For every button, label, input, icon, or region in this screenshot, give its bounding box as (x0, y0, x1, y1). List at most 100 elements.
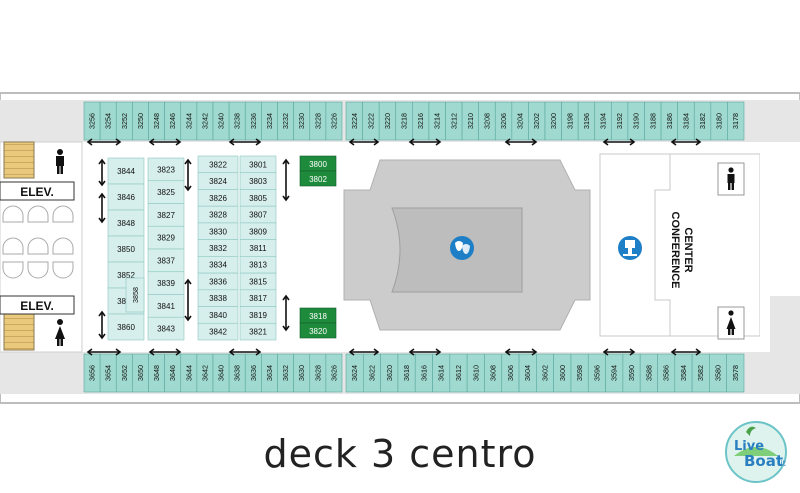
inner-cabin-3815[interactable]: 3815 (239, 272, 277, 291)
inner-cabin-3803[interactable]: 3803 (239, 172, 277, 190)
cabin-3640[interactable]: 3640 (212, 353, 230, 393)
suite-3800[interactable]: 3800 (299, 155, 337, 172)
inner-cabin-3834[interactable]: 3834 (197, 256, 239, 274)
cabin-3630[interactable]: 3630 (293, 353, 311, 393)
cabin-3598[interactable]: 3598 (570, 353, 589, 393)
cabin-3224[interactable]: 3224 (345, 101, 363, 141)
cabin-3586[interactable]: 3586 (657, 353, 676, 393)
cabin-3578[interactable]: 3578 (726, 353, 745, 393)
inner-cabin-3843[interactable]: 3843 (147, 316, 185, 341)
cabin-3638[interactable]: 3638 (228, 353, 246, 393)
cabin-3242[interactable]: 3242 (196, 101, 214, 141)
cabin-3254[interactable]: 3254 (99, 101, 117, 141)
cabin-3608[interactable]: 3608 (484, 353, 503, 393)
cabin-3610[interactable]: 3610 (466, 353, 485, 393)
cabin-3206[interactable]: 3206 (494, 101, 513, 141)
cabin-3186[interactable]: 3186 (660, 101, 678, 141)
cabin-3240[interactable]: 3240 (212, 101, 230, 141)
cabin-3622[interactable]: 3622 (363, 353, 381, 393)
suite-3820[interactable]: 3820 (299, 322, 337, 339)
inner-cabin-3841[interactable]: 3841 (147, 294, 185, 318)
inner-cabin-3824[interactable]: 3824 (197, 172, 239, 190)
cabin-3180[interactable]: 3180 (710, 101, 728, 141)
cabin-3580[interactable]: 3580 (709, 353, 727, 393)
cabin-3612[interactable]: 3612 (449, 353, 468, 393)
cabin-3636[interactable]: 3636 (244, 353, 262, 393)
cabin-3190[interactable]: 3190 (627, 101, 645, 141)
inner-cabin-3826[interactable]: 3826 (197, 189, 239, 207)
cabin-3204[interactable]: 3204 (511, 101, 529, 141)
cabin-3584[interactable]: 3584 (674, 353, 693, 393)
cabin-3226[interactable]: 3226 (325, 101, 343, 141)
cabin-3238[interactable]: 3238 (228, 101, 246, 141)
cabin-3192[interactable]: 3192 (611, 101, 629, 141)
inner-cabin-3828[interactable]: 3828 (197, 205, 239, 224)
cabin-3188[interactable]: 3188 (644, 101, 662, 141)
cabin-3646[interactable]: 3646 (164, 353, 182, 393)
inner-cabin-3825[interactable]: 3825 (147, 180, 185, 204)
cabin-3616[interactable]: 3616 (414, 353, 433, 393)
inner-cabin-3850[interactable]: 3850 (107, 235, 145, 263)
cabin-3228[interactable]: 3228 (309, 101, 327, 141)
inner-cabin-3836[interactable]: 3836 (197, 272, 239, 291)
inner-cabin-3848[interactable]: 3848 (107, 209, 145, 237)
cabin-3200[interactable]: 3200 (544, 101, 562, 141)
inner-cabin-3837[interactable]: 3837 (147, 248, 185, 273)
inner-cabin-3844[interactable]: 3844 (107, 157, 145, 185)
cabin-3654[interactable]: 3654 (99, 353, 117, 393)
cabin-3588[interactable]: 3588 (639, 353, 658, 393)
cabin-3210[interactable]: 3210 (461, 101, 479, 141)
cabin-3198[interactable]: 3198 (561, 101, 579, 141)
inner-cabin-3823[interactable]: 3823 (147, 157, 185, 182)
cabin-3248[interactable]: 3248 (148, 101, 165, 141)
cabin-3196[interactable]: 3196 (577, 101, 596, 141)
cabin-3594[interactable]: 3594 (605, 353, 624, 393)
cabin-3252[interactable]: 3252 (115, 101, 133, 141)
cabin-3230[interactable]: 3230 (293, 101, 311, 141)
cabin-3650[interactable]: 3650 (132, 353, 149, 393)
inner-cabin-3830[interactable]: 3830 (197, 222, 239, 240)
cabin-3218[interactable]: 3218 (395, 101, 413, 141)
cabin-3194[interactable]: 3194 (594, 101, 612, 141)
cabin-3582[interactable]: 3582 (691, 353, 710, 393)
cabin-3642[interactable]: 3642 (196, 353, 214, 393)
cabin-3236[interactable]: 3236 (244, 101, 262, 141)
cabin-3208[interactable]: 3208 (478, 101, 496, 141)
inner-cabin-3839[interactable]: 3839 (147, 271, 185, 295)
cabin-3234[interactable]: 3234 (261, 101, 278, 141)
inner-cabin-3822[interactable]: 3822 (197, 155, 239, 174)
cabin-3596[interactable]: 3596 (587, 353, 606, 393)
inner-cabin-3813[interactable]: 3813 (239, 256, 277, 274)
cabin-3216[interactable]: 3216 (412, 101, 430, 141)
cabin-3624[interactable]: 3624 (345, 353, 364, 393)
inner-cabin-3846[interactable]: 3846 (107, 183, 145, 211)
inner-cabin-3809[interactable]: 3809 (239, 222, 277, 240)
inner-cabin-3842[interactable]: 3842 (197, 322, 239, 341)
inner-cabin-3858[interactable]: 3858 (125, 277, 145, 313)
cabin-3606[interactable]: 3606 (501, 353, 520, 393)
cabin-3220[interactable]: 3220 (378, 101, 397, 141)
cabin-3632[interactable]: 3632 (277, 353, 294, 393)
inner-cabin-3860[interactable]: 3860 (107, 313, 145, 341)
inner-cabin-3801[interactable]: 3801 (239, 155, 277, 174)
cabin-3600[interactable]: 3600 (553, 353, 572, 393)
cabin-3656[interactable]: 3656 (83, 353, 101, 393)
cabin-3628[interactable]: 3628 (309, 353, 327, 393)
inner-cabin-3817[interactable]: 3817 (239, 289, 277, 307)
cabin-3602[interactable]: 3602 (536, 353, 554, 393)
cabin-3214[interactable]: 3214 (428, 101, 446, 141)
cabin-3250[interactable]: 3250 (132, 101, 149, 141)
cabin-3246[interactable]: 3246 (164, 101, 182, 141)
inner-cabin-3811[interactable]: 3811 (239, 239, 277, 257)
cabin-3178[interactable]: 3178 (727, 101, 745, 141)
cabin-3202[interactable]: 3202 (528, 101, 546, 141)
suite-3802[interactable]: 3802 (299, 170, 337, 187)
inner-cabin-3829[interactable]: 3829 (147, 225, 185, 250)
cabin-3182[interactable]: 3182 (693, 101, 712, 141)
inner-cabin-3832[interactable]: 3832 (197, 239, 239, 257)
cabin-3184[interactable]: 3184 (677, 101, 695, 141)
cabin-3222[interactable]: 3222 (362, 101, 380, 141)
cabin-3644[interactable]: 3644 (180, 353, 198, 393)
cabin-3626[interactable]: 3626 (325, 353, 343, 393)
cabin-3244[interactable]: 3244 (180, 101, 198, 141)
